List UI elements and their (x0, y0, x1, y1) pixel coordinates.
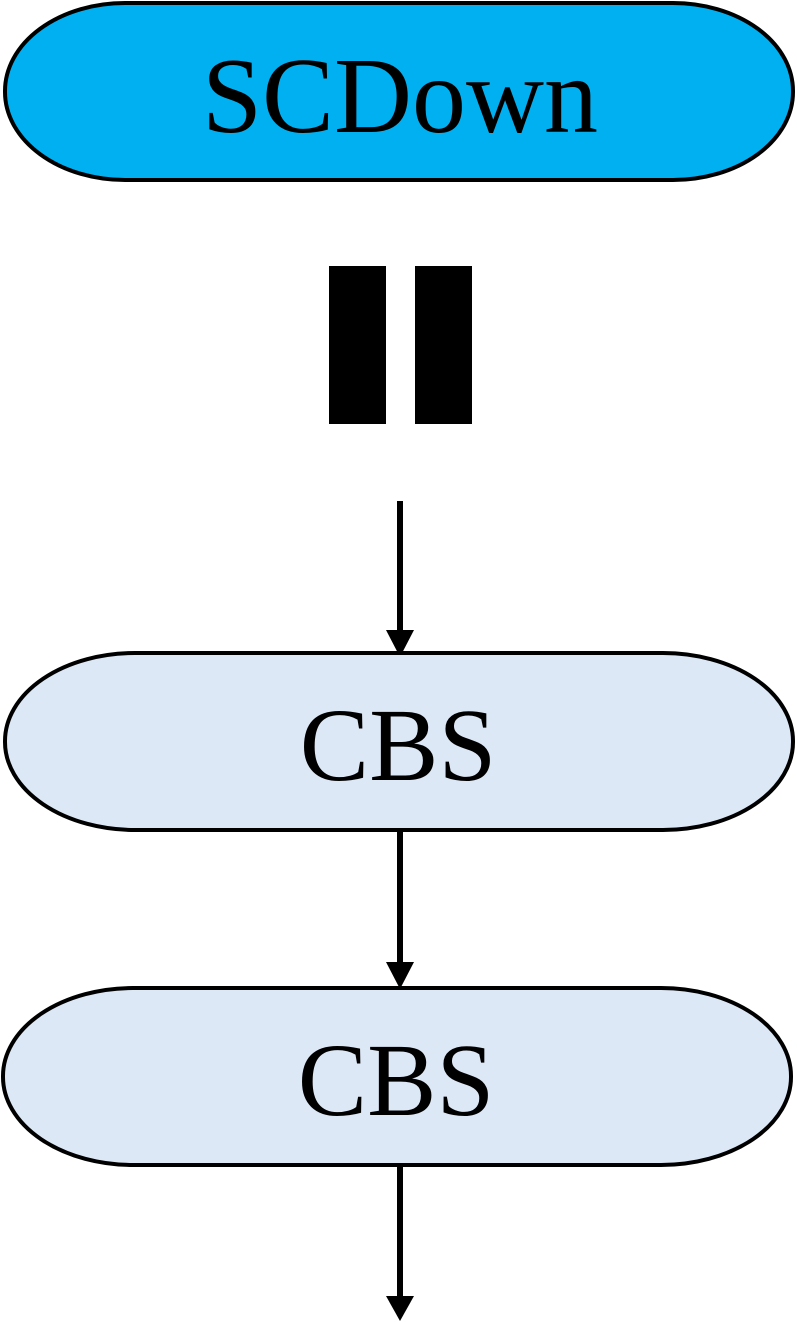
arrow-cbs-to-cbs (386, 830, 414, 989)
arrow-input (386, 501, 414, 657)
scdown-block: SCDown (3, 1, 795, 182)
cbs-block-1-label: CBS (300, 688, 497, 803)
arrow-output (386, 1165, 414, 1321)
scdown-block-shape (3, 1, 795, 182)
equals-icon (329, 266, 472, 424)
equals-bar-left (329, 266, 386, 424)
cbs-block-1: CBS (3, 651, 795, 832)
cbs-block-2: CBS (1, 986, 793, 1167)
equals-bar-right (415, 266, 472, 424)
cbs-block-2-label: CBS (298, 1023, 495, 1138)
scdown-block-label: SCDown (202, 37, 598, 156)
